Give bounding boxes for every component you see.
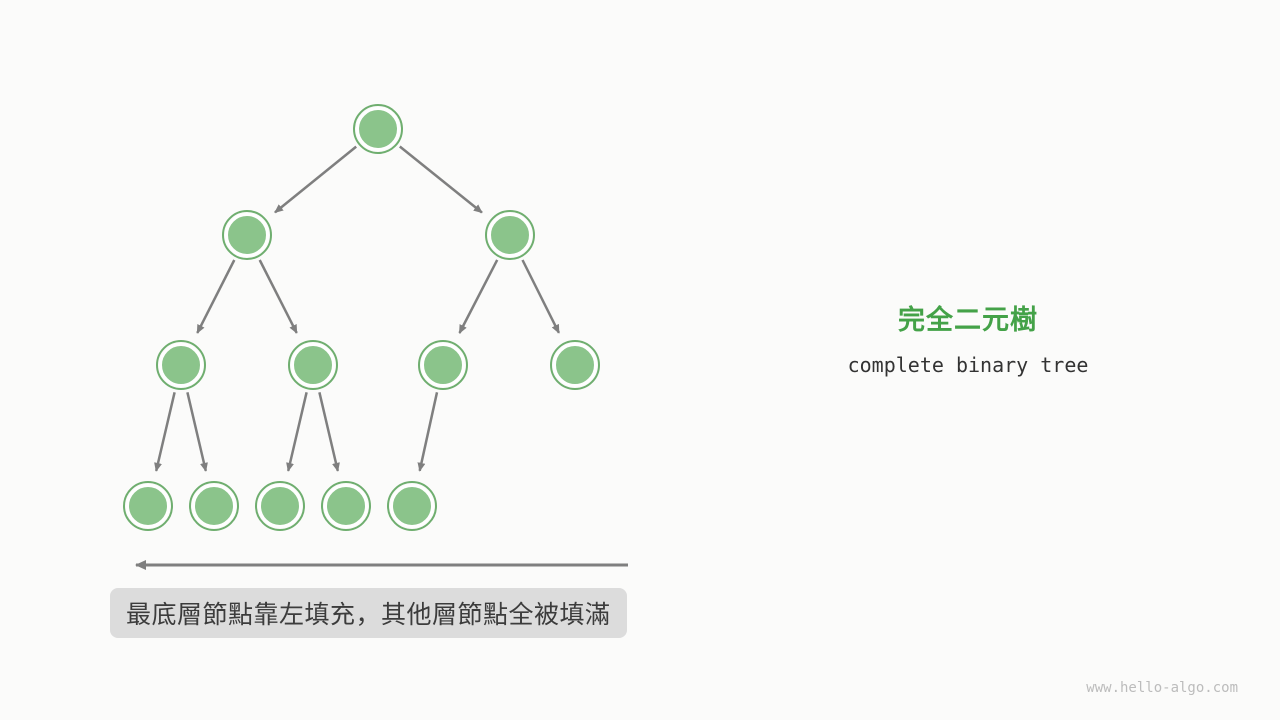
- tree-node: [255, 481, 305, 531]
- tree-edge: [286, 392, 308, 472]
- tree-edge: [154, 392, 176, 472]
- tree-node: [550, 340, 600, 390]
- tree-node: [189, 481, 239, 531]
- tree-nodes-layer: [123, 104, 600, 531]
- tree-edges-layer: [154, 145, 561, 472]
- tree-node: [353, 104, 403, 154]
- tree-edge: [186, 392, 208, 472]
- tree-node: [321, 481, 371, 531]
- watermark: www.hello-algo.com: [1086, 680, 1238, 696]
- tree-edge: [458, 259, 499, 334]
- caption-box: 最底層節點靠左填充，其他層節點全被填滿: [110, 588, 627, 638]
- tree-node: [222, 210, 272, 260]
- tree-node: [387, 481, 437, 531]
- tree-node: [485, 210, 535, 260]
- tree-edge: [196, 259, 236, 334]
- tree-node: [418, 340, 468, 390]
- tree-edge: [521, 259, 561, 334]
- tree-type-subtitle: complete binary tree: [847, 353, 1089, 377]
- tree-edge: [399, 145, 483, 214]
- caption-text: 最底層節點靠左填充，其他層節點全被填滿: [126, 601, 611, 629]
- tree-type-title: 完全二元樹: [898, 305, 1038, 335]
- tree-node: [123, 481, 173, 531]
- title-panel: 完全二元樹 complete binary tree: [808, 298, 1128, 377]
- tree-node: [288, 340, 338, 390]
- tree-node: [156, 340, 206, 390]
- tree-edge: [274, 145, 357, 214]
- tree-edge: [417, 392, 439, 472]
- tree-edge: [318, 392, 340, 472]
- tree-edge: [258, 259, 298, 334]
